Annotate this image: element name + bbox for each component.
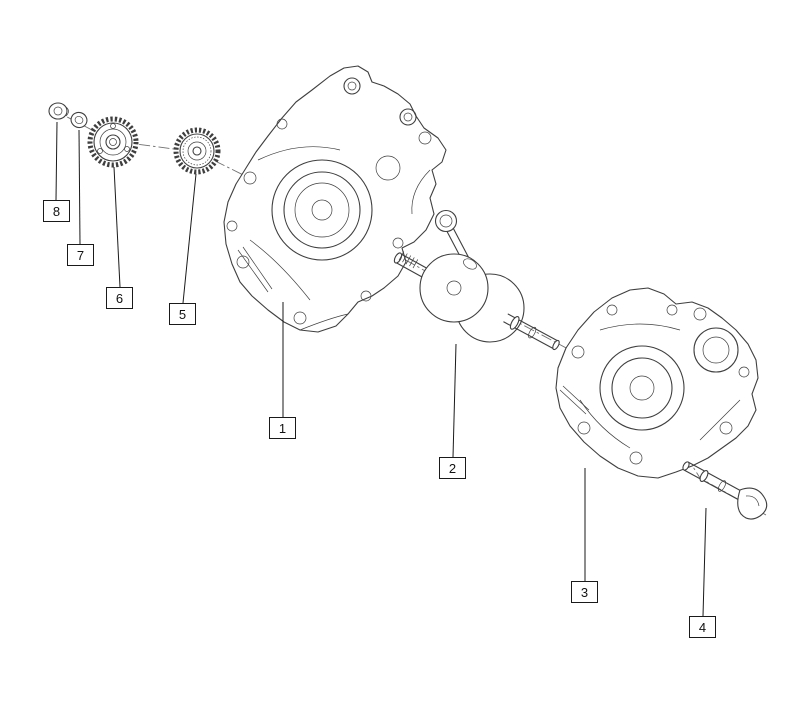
- gear-6-art: [87, 116, 139, 168]
- callout-4[interactable]: 4: [689, 616, 716, 638]
- callout-1[interactable]: 1: [269, 417, 296, 439]
- washer-7-art: [70, 111, 88, 129]
- callout-7[interactable]: 7: [67, 244, 94, 266]
- callout-3[interactable]: 3: [571, 581, 598, 603]
- callout-2[interactable]: 2: [439, 457, 466, 479]
- bolt-8-art: [48, 102, 69, 120]
- gear-5-art: [173, 127, 221, 175]
- left-crankcase-art: [223, 65, 447, 333]
- shaft-4-art: [682, 461, 768, 520]
- leader-lines: [55, 121, 707, 617]
- callout-6[interactable]: 6: [106, 287, 133, 309]
- callout-8[interactable]: 8: [43, 200, 70, 222]
- callout-5[interactable]: 5: [169, 303, 196, 325]
- right-crankcase-art: [555, 287, 759, 479]
- crankshaft-art: [393, 209, 560, 351]
